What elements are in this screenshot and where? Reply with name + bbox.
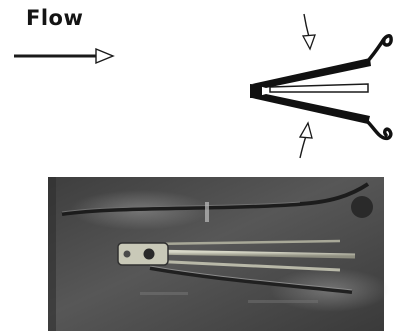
down-force-arrow-icon	[303, 14, 315, 49]
up-force-arrow-icon	[300, 123, 312, 158]
flow-arrow-icon	[14, 49, 113, 63]
v-clip-schematic	[250, 36, 391, 139]
device-photo	[48, 177, 390, 331]
